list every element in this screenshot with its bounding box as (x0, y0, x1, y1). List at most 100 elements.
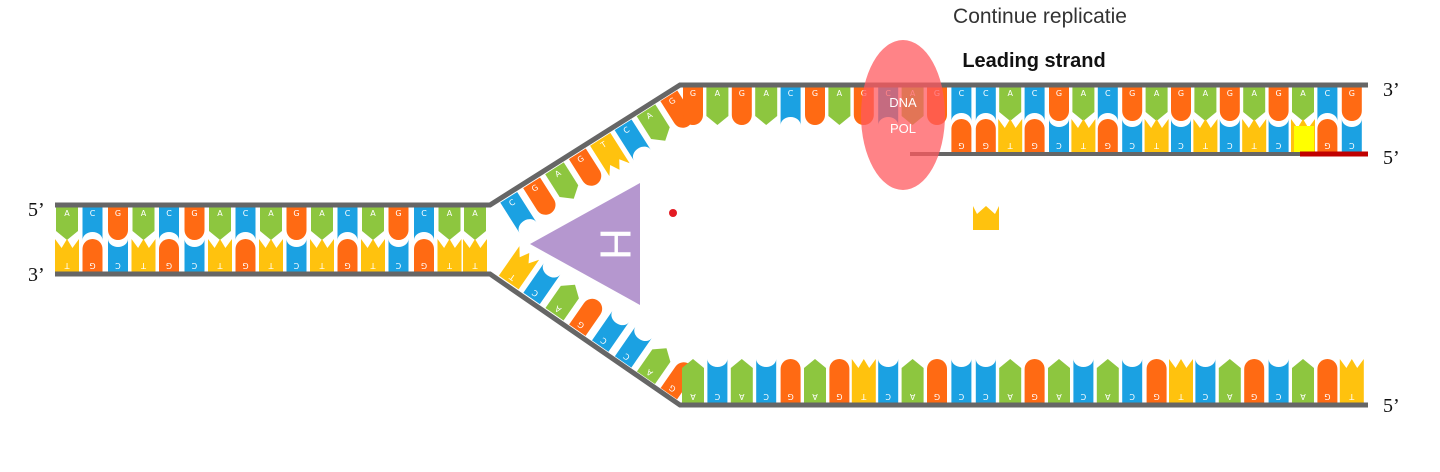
svg-text:T: T (319, 261, 325, 270)
parental-bottom-nucleotide: G (235, 239, 256, 272)
parental-top-nucleotide: C (337, 207, 358, 240)
leading-template-nucleotide: A (1292, 87, 1314, 121)
fork-top-arm-nucleotide: A (545, 162, 579, 199)
lagging-template-nucleotide: C (1268, 359, 1289, 403)
svg-text:G: G (667, 96, 677, 107)
leading-new-nucleotide: G (1024, 119, 1045, 152)
parental-top-nucleotide: A (209, 207, 231, 240)
svg-text:C: C (763, 392, 769, 401)
svg-text:G: G (667, 383, 677, 394)
svg-text:G: G (1275, 89, 1281, 98)
svg-text:C: C (1080, 392, 1086, 401)
svg-text:C: C (885, 392, 891, 401)
svg-text:G: G (576, 319, 586, 330)
svg-text:C: C (243, 209, 249, 218)
parental-top-nucleotide: C (159, 207, 179, 240)
svg-text:A: A (319, 209, 325, 218)
svg-text:A: A (217, 209, 223, 218)
svg-text:A: A (1007, 392, 1013, 401)
leading-template-nucleotide: A (999, 87, 1022, 121)
nucleotides-layer: ATCGGCATCGGCATCGATGCATCGATGCCGATATCGAGTC… (55, 87, 1364, 403)
leading-template-nucleotide: C (1024, 87, 1045, 121)
primer-nucleotide-highlight (1294, 126, 1314, 152)
leading-template-nucleotide: G (731, 87, 752, 125)
svg-text:T: T (217, 261, 223, 270)
svg-text:A: A (1056, 392, 1062, 401)
leading-new-nucleotide: C (1341, 119, 1362, 152)
leading-new-nucleotide: G (951, 119, 972, 152)
fork-top-arm-nucleotide: A (636, 104, 670, 141)
leading-template-nucleotide: G (1219, 87, 1240, 121)
lagging-template-nucleotide: T (1339, 359, 1364, 403)
parental-bottom-nucleotide: T (259, 239, 283, 272)
svg-text:G: G (1251, 392, 1257, 401)
fork-bottom-arm-nucleotide: A (545, 284, 579, 321)
svg-text:G: G (1324, 392, 1330, 401)
lagging-template-nucleotide: G (829, 359, 850, 403)
leading-new-nucleotide: C (1049, 119, 1069, 152)
lagging-template-nucleotide: A (901, 359, 924, 403)
fork-top-arm-nucleotide: T (590, 132, 630, 177)
dna-polymerase: DNA POL (861, 40, 945, 190)
leading-template-nucleotide: G (1049, 87, 1069, 121)
svg-text:A: A (763, 89, 769, 98)
svg-text:G: G (739, 89, 745, 98)
svg-text:A: A (645, 110, 655, 121)
svg-text:A: A (1007, 89, 1013, 98)
svg-text:G: G (1349, 89, 1355, 98)
parental-bottom-nucleotide: G (159, 239, 179, 272)
leading-new-nucleotide: T (998, 119, 1023, 152)
fork-bottom-arm-nucleotide: C (592, 310, 629, 352)
leading-template-nucleotide: G (683, 87, 703, 125)
svg-text:A: A (909, 392, 915, 401)
leading-template-nucleotide: G (805, 87, 825, 125)
svg-text:C: C (191, 261, 197, 270)
svg-text:C: C (958, 392, 964, 401)
svg-text:T: T (268, 261, 274, 270)
svg-text:A: A (1203, 89, 1209, 98)
leading-template-nucleotide: A (828, 87, 851, 125)
lagging-template-nucleotide: C (707, 359, 728, 403)
svg-text:G: G (1227, 89, 1233, 98)
parental-top-nucleotide: A (362, 207, 384, 240)
lagging-template-nucleotide: C (1073, 359, 1094, 403)
parental-bottom-nucleotide: T (131, 239, 156, 272)
parental-top-nucleotide: G (184, 207, 205, 240)
svg-text:A: A (472, 209, 478, 218)
lagging-template-nucleotide: A (682, 359, 704, 403)
svg-text:G: G (576, 154, 586, 165)
parental-bottom-nucleotide: C (108, 239, 128, 272)
svg-text:G: G (530, 183, 540, 194)
lagging-template-nucleotide: T (1169, 359, 1193, 403)
svg-text:A: A (1081, 89, 1087, 98)
svg-text:A: A (1300, 89, 1306, 98)
leading-template-nucleotide: A (755, 87, 778, 125)
svg-text:G: G (1178, 89, 1184, 98)
helicase-triangle (530, 183, 640, 305)
svg-text:A: A (1154, 89, 1160, 98)
lagging-template-nucleotide: A (1048, 359, 1070, 403)
lagging-template-nucleotide: G (1317, 359, 1338, 403)
lagging-template-nucleotide: A (804, 359, 826, 403)
svg-text:T: T (1154, 141, 1160, 150)
lagging-template-nucleotide: C (951, 359, 972, 403)
svg-text:T: T (1178, 392, 1184, 401)
svg-text:G: G (395, 209, 401, 218)
svg-text:C: C (166, 209, 172, 218)
leading-template-nucleotide: A (1072, 87, 1095, 121)
helicase-label: H (590, 228, 639, 260)
leading-template-nucleotide: C (951, 87, 972, 121)
leading-template-nucleotide: C (1317, 87, 1338, 121)
svg-text:C: C (1129, 392, 1135, 401)
parental-top-nucleotide: A (311, 207, 333, 240)
svg-text:C: C (959, 89, 965, 98)
svg-text:A: A (715, 89, 721, 98)
svg-text:C: C (622, 351, 632, 362)
svg-text:G: G (1105, 141, 1111, 150)
leading-new-nucleotide: G (975, 119, 996, 152)
end-label-left-top: 5’ (28, 199, 45, 221)
parental-bottom-nucleotide: T (310, 239, 334, 272)
fork-bottom-arm-nucleotide: T (498, 246, 540, 290)
parental-bottom-nucleotide: T (361, 239, 385, 272)
end-label-left-bottom: 3’ (28, 264, 45, 286)
